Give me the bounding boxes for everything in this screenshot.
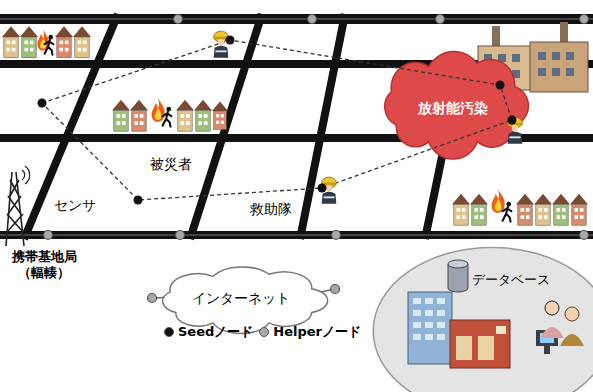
legend-text: Seedノード [178,323,253,341]
legend-text: Helperノード [273,323,361,341]
legend-item: Seedノード [164,323,253,341]
victim-label: 被災者 [150,156,192,174]
rescue-team-label: 救助隊 [250,201,292,219]
road [0,14,593,239]
node-text: インターネット [192,290,290,307]
houses [2,26,588,225]
road-centerline [0,19,593,235]
node-text: 放射能汚染 [418,100,488,117]
sensor-label: センサ [54,197,96,215]
ellipse-outline [372,246,593,392]
rescuer [214,31,523,204]
seed-node [38,36,517,205]
legend-item: Helperノード [259,323,361,341]
legend-swatch [164,327,174,337]
database-center: データベース [372,246,593,392]
node-text: データベース [472,272,550,288]
road [24,14,445,239]
helper-node [44,15,589,240]
database-cylinder [448,260,468,292]
legend: Seedノード Helperノード [164,323,361,341]
cell-tower [6,166,30,246]
base-station-label: 携帯基地局 （輻輳） [4,249,84,282]
internet-cloud: インターネット [148,266,334,328]
legend-swatch [259,327,269,337]
office-building [408,292,510,368]
seed-route [42,40,512,200]
operators [536,301,584,354]
